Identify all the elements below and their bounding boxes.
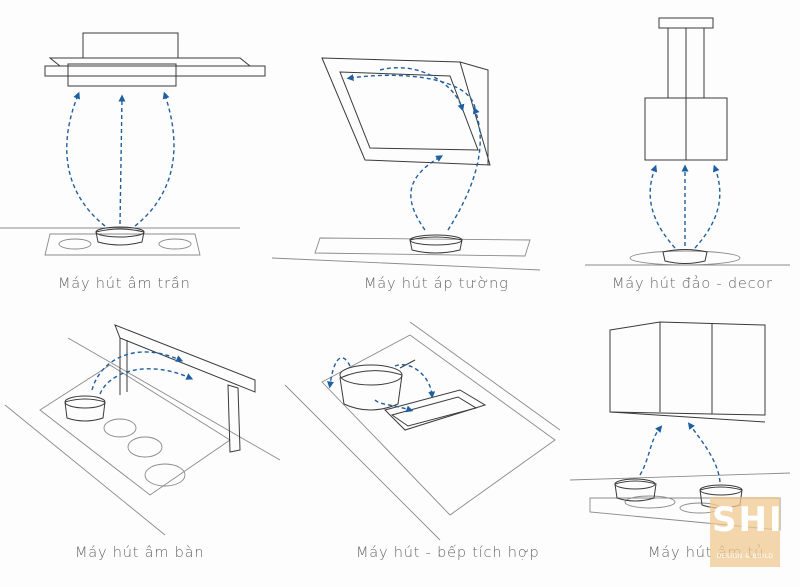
- integrated-hood-illustration: [284, 321, 561, 541]
- caption-table-hood: Máy hút âm bàn: [75, 545, 205, 561]
- caption-island-hood: Máy hút đảo - decor: [612, 276, 773, 292]
- caption-ceiling-hood: Máy hút âm trần: [58, 276, 191, 292]
- wall-hood-illustration: [271, 57, 541, 271]
- watermark-logo: [710, 497, 780, 567]
- table-hood-illustration: [4, 324, 281, 536]
- watermark-tagline: DESIGN & BUILD: [716, 553, 774, 560]
- watermark-logo-text: SHI: [712, 500, 784, 540]
- ceiling-hood-illustration: [0, 32, 266, 256]
- caption-integrated-hood: Máy hút - bếp tích hợp: [356, 545, 540, 561]
- island-hood-illustration: [585, 17, 790, 266]
- caption-wall-hood: Máy hút áp tường: [364, 276, 509, 292]
